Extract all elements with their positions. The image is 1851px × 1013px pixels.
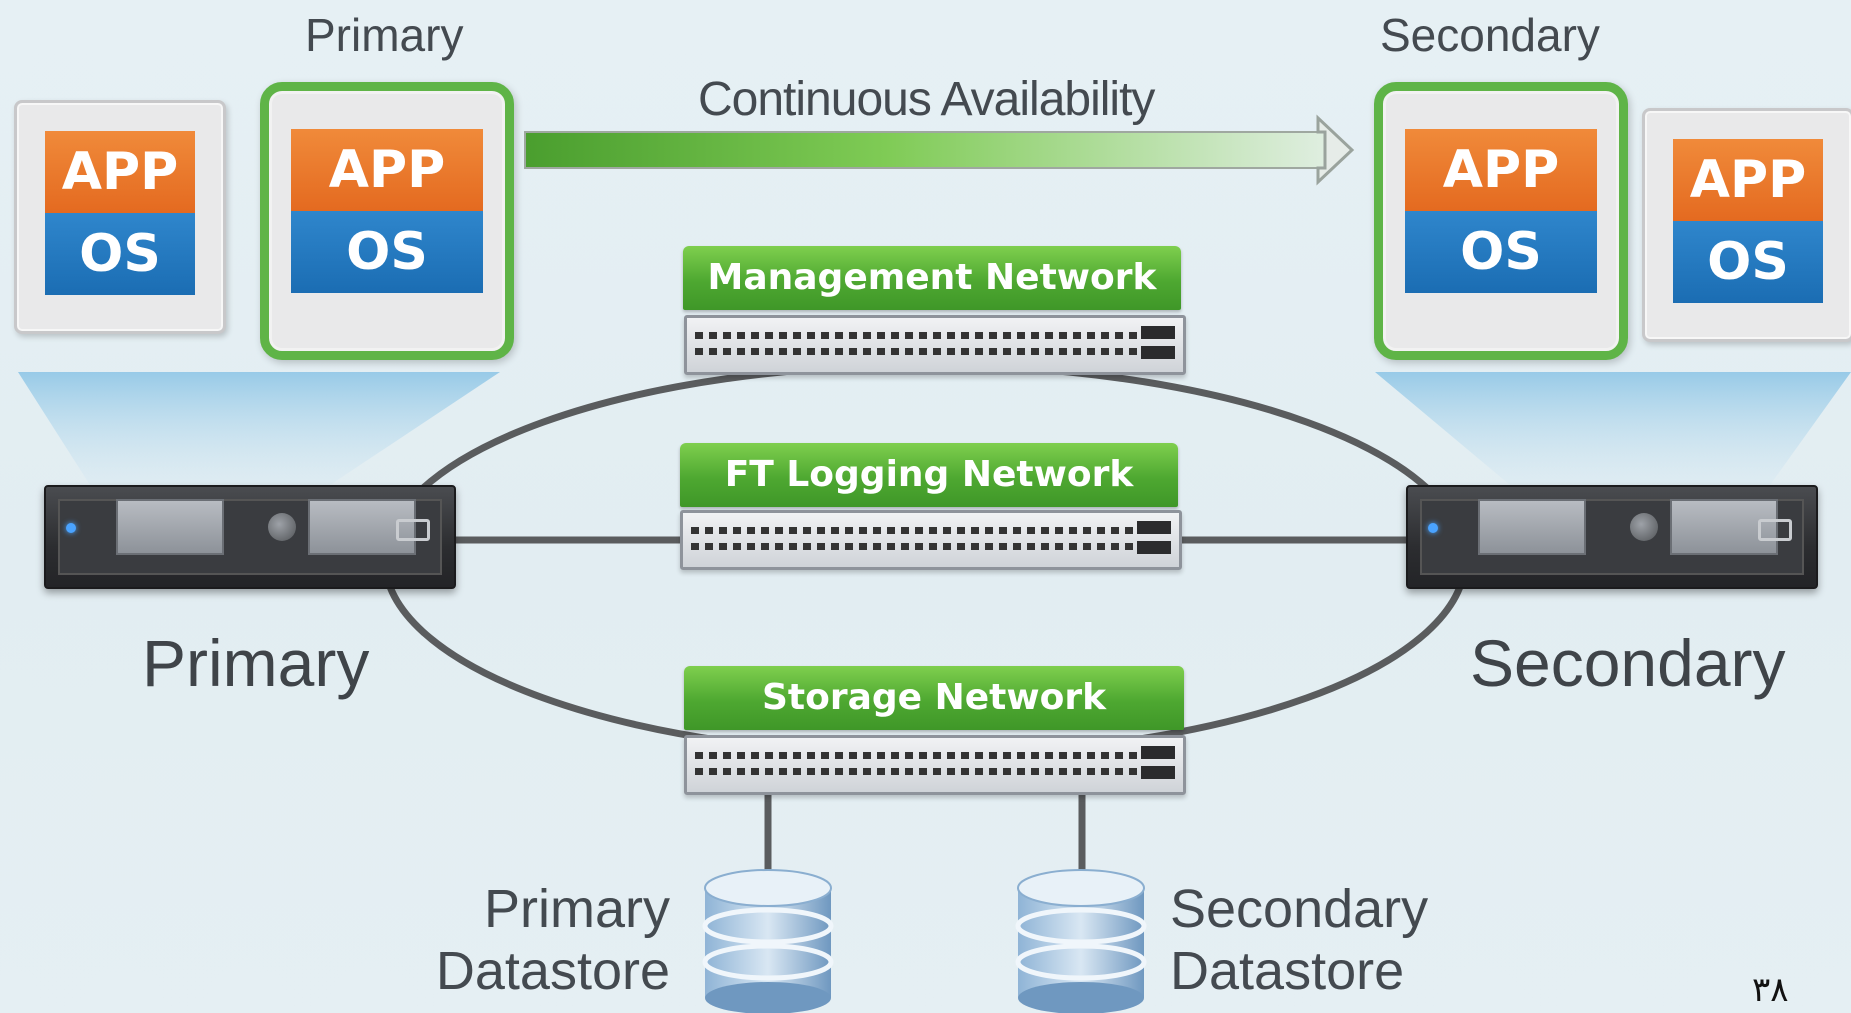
page-number: ٣٨ [1752,970,1789,1010]
ft-logging-network-label: FT Logging Network [680,443,1178,507]
secondary-host-label: Secondary [1470,626,1786,700]
management-network-label: Management Network [683,246,1181,310]
network-switch-icon-storage [684,735,1186,795]
rack-server-icon-primary [44,485,456,589]
os-layer: OS [45,213,195,295]
primary-datastore-icon [702,869,834,1013]
secondary-datastore-line2: Datastore [1170,941,1405,1001]
secondary-vm-beam [1375,372,1851,485]
app-layer: APP [45,131,195,213]
arrow-right-icon [524,114,1355,186]
secondary-datastore-line1: Secondary [1170,879,1429,939]
os-layer: OS [291,211,483,293]
primary-vm-label: Primary [305,9,464,61]
os-layer: OS [1673,221,1823,303]
secondary-datastore-icon [1015,869,1147,1013]
network-switch-icon-management [684,315,1186,375]
primary-datastore-line1: Primary [484,879,670,939]
primary-vm-beam [18,372,500,485]
app-layer: APP [1673,139,1823,221]
rack-server-icon-secondary [1406,485,1818,589]
secondary-datastore-label: Secondary Datastore [1170,878,1450,1002]
app-layer: APP [1405,129,1597,211]
app-layer: APP [291,129,483,211]
primary-host-label: Primary [142,626,370,700]
primary-ft-vm: APP OS [260,82,514,360]
storage-network-label: Storage Network [684,666,1184,730]
standby-vm-left: APP OS [14,100,226,334]
primary-datastore-label: Primary Datastore [420,878,670,1002]
secondary-ft-vm: APP OS [1374,82,1628,360]
primary-datastore-line2: Datastore [435,941,670,1001]
network-switch-icon-ft-logging [680,510,1182,570]
standby-vm-right: APP OS [1642,108,1851,342]
os-layer: OS [1405,211,1597,293]
secondary-vm-label: Secondary [1380,9,1600,61]
continuous-availability-label: Continuous Availability [698,73,1155,126]
